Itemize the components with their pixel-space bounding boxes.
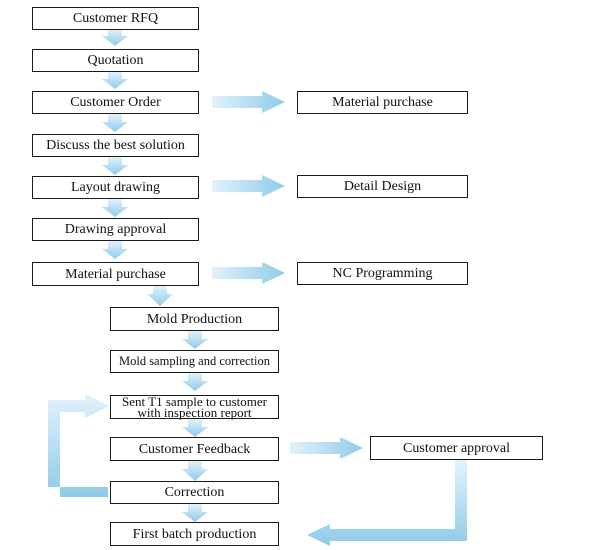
step-sent-t1-sample: Sent T1 sample to customer with inspecti… — [110, 395, 279, 419]
step-customer-approval: Customer approval — [370, 436, 543, 460]
step-nc-programming: NC Programming — [297, 262, 468, 285]
step-material-purchase: Material purchase — [32, 262, 199, 286]
arrow-down-mold-sampling — [182, 331, 208, 349]
arrow-down-approval-purchase — [102, 241, 128, 259]
step-detail-design: Detail Design — [297, 175, 468, 198]
arrow-approval-to-first-batch — [307, 460, 467, 546]
step-mold-production: Mold Production — [110, 307, 279, 331]
arrow-down-sampling-sent — [182, 373, 208, 391]
step-discuss-solution: Discuss the best solution — [32, 134, 199, 157]
loop-arrow-correction-to-sent — [48, 394, 109, 497]
arrow-right-feedback-approval — [290, 437, 363, 459]
arrow-down-layout-approval — [102, 199, 128, 217]
step-drawing-approval: Drawing approval — [32, 218, 199, 241]
step-first-batch: First batch production — [110, 522, 279, 546]
arrow-down-sent-feedback — [182, 419, 208, 437]
sent-t1-line2: with inspection report — [137, 405, 252, 420]
step-customer-order: Customer Order — [32, 91, 199, 114]
step-customer-rfq: Customer RFQ — [32, 7, 199, 30]
arrow-down-purchase-mold — [147, 286, 173, 306]
arrow-down-order-discuss — [102, 114, 128, 132]
arrow-down-discuss-layout — [102, 157, 128, 175]
arrow-down-rfq-quotation — [102, 29, 128, 46]
sent-t1-line1: Sent T1 sample to customer — [122, 394, 267, 409]
arrow-down-feedback-correction — [182, 461, 208, 481]
arrow-right-order-material — [212, 91, 285, 113]
arrow-down-correction-first — [182, 504, 208, 522]
step-customer-feedback: Customer Feedback — [110, 437, 279, 461]
arrow-down-quotation-order — [102, 72, 128, 89]
step-mold-sampling: Mold sampling and correction — [110, 350, 279, 373]
arrow-right-purchase-nc — [212, 262, 285, 284]
step-quotation: Quotation — [32, 49, 199, 72]
step-layout-drawing: Layout drawing — [32, 176, 199, 199]
step-correction: Correction — [110, 481, 279, 504]
arrow-right-layout-detail — [212, 175, 285, 197]
step-material-purchase-side: Material purchase — [297, 91, 468, 114]
